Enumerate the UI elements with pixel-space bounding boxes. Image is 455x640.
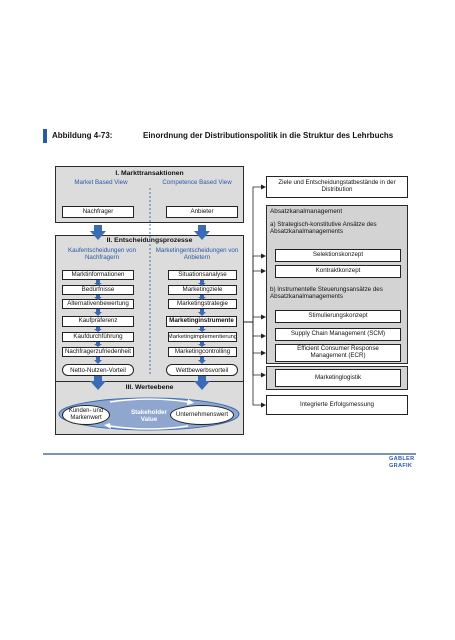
kunden-markenwert-label: Kunden- und Markenwert	[68, 408, 104, 421]
figure-marker	[43, 129, 47, 143]
gabler-logo-line2: GRAFIK	[389, 463, 413, 469]
supply-chain-management-box: Supply Chain Management (SCM)	[275, 328, 401, 341]
marktinformationen-box: Marktinformationen	[62, 270, 134, 280]
kaufentscheidungen-header: Kaufentscheidungen von Nachfragern	[67, 247, 137, 262]
selektionskonzept-box: Selektionskonzept	[275, 249, 401, 262]
kontraktkonzept-box: Kontraktkonzept	[275, 265, 401, 278]
gabler-logo-line1: GABLER	[389, 456, 415, 462]
anbieter-box: Anbieter	[166, 206, 238, 218]
unternehmenswert-oval	[170, 405, 234, 425]
strategisch-konstitutive-heading: a) Strategisch-konstitutive Ansätze des …	[270, 221, 377, 236]
stakeholder-value-label: Stakeholder Value	[130, 409, 168, 424]
kunden-markenwert-oval	[62, 405, 110, 425]
competence-based-view-label: Competence Based View	[162, 179, 232, 186]
marketinglogistik-box: Marketinglogistik	[275, 369, 401, 387]
nachfrager-box: Nachfrager	[62, 206, 134, 218]
kaufpraeferenz-box: Kaufpräferenz	[62, 316, 134, 327]
footer-rule	[43, 453, 416, 455]
ziele-entscheidungstatbestaende-box: Ziele und Entscheidungstatbestände in de…	[266, 176, 408, 198]
marketingentscheidungen-header: Marketingentscheidungen von Anbietern	[155, 247, 239, 262]
werteebene-title: III. Werteebene	[125, 384, 174, 391]
situationsanalyse-box: Situationsanalyse	[168, 270, 237, 280]
panel-entscheidungsprozesse	[55, 235, 244, 385]
integrierte-erfolgsmessung-box: Integrierte Erfolgsmessung	[266, 395, 408, 415]
nachfragerzufriedenheit-box: Nachfragerzufriedenheit	[62, 347, 134, 357]
entscheidungsprozesse-title: II. Entscheidungsprozesse	[106, 237, 193, 244]
absatzkanalmanagement-title: Absatzkanalmanagement	[270, 208, 343, 215]
instrumentelle-steuerung-heading: b) Instrumentelle Steuerungsansätze des …	[270, 286, 383, 301]
netto-nutzen-vorteil-pill: Netto-Nutzen-Vorteil	[62, 364, 134, 376]
wettbewerbsvorteil-pill: Wettbewerbsvorteil	[166, 364, 238, 376]
marketingimplementierung-box: Marketingimplementierung	[168, 332, 237, 342]
markttransaktionen-title: I. Markttransaktionen	[115, 170, 184, 177]
marketinginstrumente-box: Marketinginstrumente	[166, 316, 237, 327]
unternehmenswert-label: Unternehmenswert	[175, 411, 229, 418]
figure-number: Abbildung 4-73:	[52, 131, 113, 140]
transition-arrows	[90, 225, 210, 390]
market-based-view-label: Market Based View	[74, 179, 128, 186]
marketingcontrolling-box: Marketingcontrolling	[168, 347, 237, 357]
process-arrows	[94, 280, 206, 364]
figure-title: Einordnung der Distributionspolitik in d…	[143, 131, 394, 140]
stimulierungskonzept-box: Stimulierungskonzept	[275, 310, 401, 323]
kaufdurchfuehrung-box: Kaufdurchführung	[62, 332, 134, 342]
efficient-consumer-response-box: Efficient Consumer Response Management (…	[275, 344, 401, 362]
